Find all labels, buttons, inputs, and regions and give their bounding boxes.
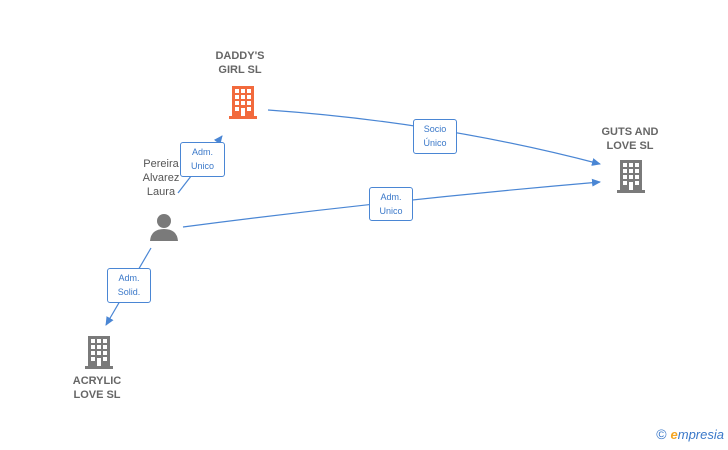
edge-label-daddys-girl-to-guts-and-love[interactable]: Socio Único [413,119,457,154]
edge-label-person-to-daddys-girl[interactable]: Adm. Unico [180,142,225,177]
building-icon[interactable] [226,84,260,120]
node-label-daddys-girl: DADDY'S GIRL SL [215,50,265,76]
edge-label-person-to-guts-and-love[interactable]: Adm. Unico [369,187,413,221]
person-icon[interactable] [148,212,180,242]
node-label-person: Pereira Alvarez Laura [142,158,180,198]
building-icon[interactable] [614,158,648,194]
empresia-watermark: © empresia [656,426,724,442]
building-icon[interactable] [82,334,116,370]
brand-logo: empresia [670,426,724,442]
node-label-acrylic-love: ACRYLIC LOVE SL [72,375,122,401]
node-label-guts-and-love: GUTS AND LOVE SL [601,126,659,152]
edge-label-person-to-acrylic-love[interactable]: Adm. Solid. [107,268,151,303]
copyright-icon: © [656,426,667,442]
